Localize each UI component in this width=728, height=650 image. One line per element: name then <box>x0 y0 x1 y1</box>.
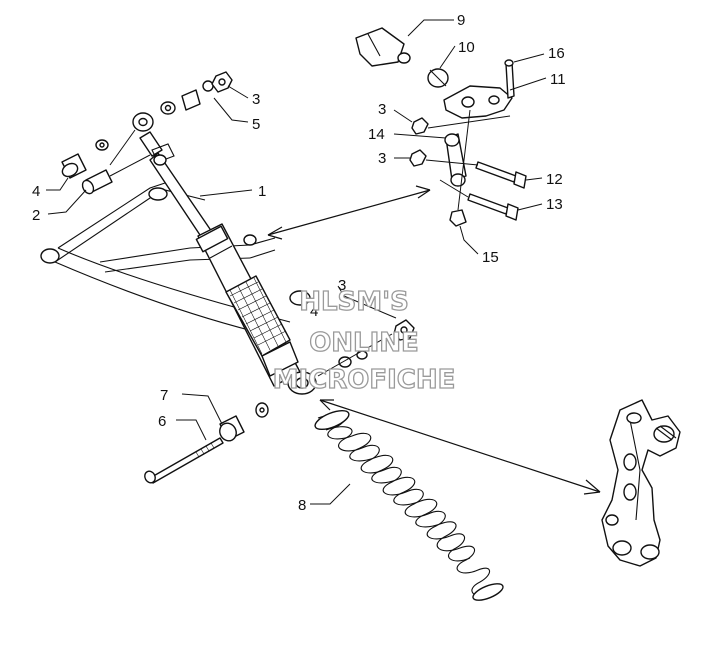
callout-6: 6 <box>158 413 166 430</box>
shock-absorber <box>132 112 317 395</box>
callout-14: 14 <box>368 126 385 143</box>
callout-15: 15 <box>482 249 499 266</box>
linkage-assembly <box>355 27 527 227</box>
callout-3b: 3 <box>378 150 386 167</box>
callout-4a: 4 <box>32 183 40 200</box>
coil-spring <box>314 409 504 601</box>
connection-arrows <box>267 185 601 495</box>
callout-7: 7 <box>160 387 168 404</box>
callout-13: 13 <box>546 196 563 213</box>
lower-mount-hardware <box>144 319 415 484</box>
callout-3c: 3 <box>252 91 260 108</box>
watermark-line-1: HLSM'S <box>299 287 409 317</box>
a-arm-frame <box>40 181 311 341</box>
callout-3d: 3 <box>338 277 346 294</box>
callout-8: 8 <box>298 497 306 514</box>
callout-3a: 3 <box>378 101 386 118</box>
callout-9: 9 <box>457 12 465 29</box>
watermark-line-3: MICROFICHE <box>273 365 456 395</box>
callout-5: 5 <box>252 116 260 133</box>
mounting-bracket <box>601 399 681 567</box>
callout-4b: 4 <box>310 303 318 320</box>
callout-16: 16 <box>548 45 565 62</box>
callout-11: 11 <box>550 71 566 88</box>
callout-12: 12 <box>546 171 563 188</box>
watermark: HLSM'S ONLINE MICROFICHE <box>272 286 456 395</box>
leader-lines <box>46 19 547 505</box>
upper-mount-hardware <box>61 71 233 195</box>
callout-2: 2 <box>32 207 40 224</box>
callout-labels: 9 10 16 11 3 14 3 12 13 15 3 5 1 4 2 3 4… <box>32 12 566 514</box>
callout-1: 1 <box>258 183 266 200</box>
callout-10: 10 <box>458 39 475 56</box>
watermark-line-2: ONLINE <box>309 328 419 358</box>
